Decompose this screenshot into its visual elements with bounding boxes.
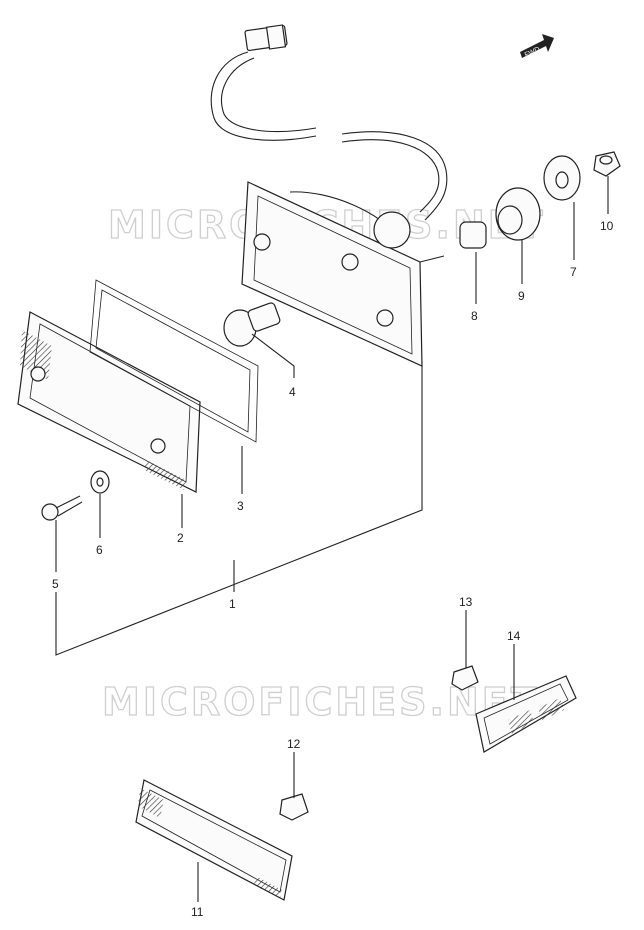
callout-8: 8	[471, 309, 478, 323]
grommet	[495, 187, 541, 241]
watermark-bottom: MICROFICHES.NET	[102, 680, 540, 724]
callout-2: 2	[177, 531, 184, 545]
nut-12	[279, 793, 309, 821]
reflector	[135, 779, 293, 901]
callout-14: 14	[507, 629, 521, 643]
callout-11: 11	[191, 905, 204, 919]
flat-washer	[543, 155, 581, 201]
bulb	[223, 302, 281, 347]
callout-12: 12	[287, 737, 301, 751]
nut-13	[451, 665, 479, 691]
callout-6: 6	[96, 543, 103, 557]
wire-harness	[210, 24, 448, 221]
side-marker-lamp	[475, 675, 577, 753]
callout-9: 9	[518, 289, 525, 303]
callout-13: 13	[459, 595, 473, 609]
callout-7: 7	[570, 265, 577, 279]
fwd-label: FWD	[524, 46, 541, 59]
nut-10	[593, 151, 621, 177]
leader-lines	[55, 176, 609, 902]
callout-4: 4	[289, 385, 296, 399]
lens-gasket	[89, 279, 259, 443]
washer	[90, 470, 110, 494]
fwd-arrow-icon: FWD	[520, 34, 554, 59]
callout-1: 1	[229, 597, 236, 611]
collar	[459, 221, 487, 249]
lamp-housing	[241, 181, 445, 367]
callout-5: 5	[52, 577, 59, 591]
screw	[41, 495, 83, 521]
callout-3: 3	[237, 499, 244, 513]
lamp-lens	[17, 311, 201, 493]
callout-10: 10	[600, 219, 614, 233]
